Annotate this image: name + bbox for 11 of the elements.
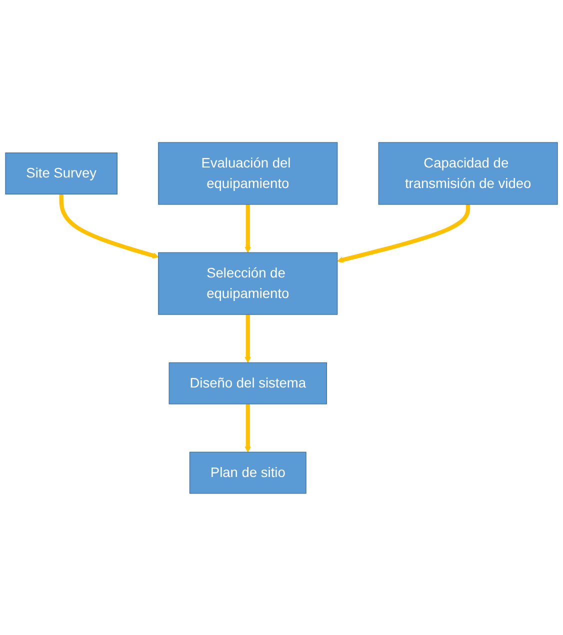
node-box: Capacidad de transmisión de video xyxy=(378,142,558,204)
node-box: Evaluación del equipamiento xyxy=(158,142,338,204)
arrow xyxy=(244,314,251,362)
node-box: Selección de equipamiento xyxy=(158,252,338,314)
node-box: Diseño del sistema xyxy=(168,362,327,404)
arrow xyxy=(337,204,470,262)
node-box: Site Survey xyxy=(5,152,118,194)
arrow xyxy=(59,194,159,258)
arrow xyxy=(244,404,251,452)
arrow xyxy=(244,204,251,252)
node-box: Plan de sitio xyxy=(189,451,306,494)
